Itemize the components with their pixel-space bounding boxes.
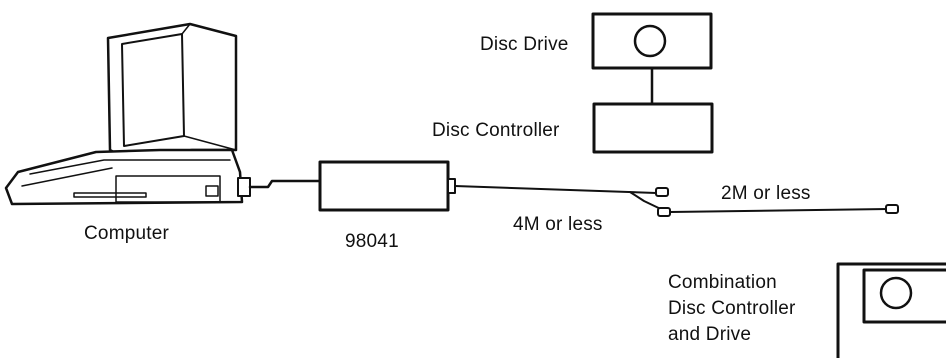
computer-base xyxy=(4,148,244,206)
cable-main xyxy=(454,185,657,194)
cable-computer-to-interface xyxy=(248,179,324,189)
combination-unit-face xyxy=(862,268,946,324)
computer-panel xyxy=(115,175,221,203)
computer-drive-slot xyxy=(73,192,147,198)
computer-monitor-side xyxy=(181,23,237,151)
cable-branch xyxy=(669,208,889,213)
computer-screen xyxy=(121,33,185,147)
interface-connector xyxy=(447,178,456,194)
interface-label: 98041 xyxy=(345,231,399,252)
disc-drive-box xyxy=(591,12,713,70)
combination-label-line1: Combination xyxy=(668,272,777,293)
computer-keyboard-slope xyxy=(21,167,113,187)
combination-label-line3: and Drive xyxy=(668,324,752,345)
combination-unit-box xyxy=(836,262,946,358)
disc-drive-label: Disc Drive xyxy=(480,34,569,55)
computer-connector xyxy=(237,177,251,197)
computer-port xyxy=(205,185,219,197)
computer-label: Computer xyxy=(84,223,170,244)
cable-main-branch-plug xyxy=(657,207,671,217)
combination-disc-icon xyxy=(879,276,913,310)
interface-box xyxy=(318,160,450,212)
disc-controller-box xyxy=(592,102,714,154)
disc-controller-label: Disc Controller xyxy=(432,120,560,141)
cable-branch-label: 2M or less xyxy=(721,183,811,204)
computer-illustration xyxy=(4,22,251,206)
computer-base-top xyxy=(29,159,231,175)
combination-label-line2: Disc Controller xyxy=(668,298,796,319)
cable-main-label: 4M or less xyxy=(513,214,603,235)
cable-main-end-plug xyxy=(655,187,669,197)
cable-branch-end-plug xyxy=(885,204,899,214)
disc-drive-disc-icon xyxy=(633,24,667,58)
